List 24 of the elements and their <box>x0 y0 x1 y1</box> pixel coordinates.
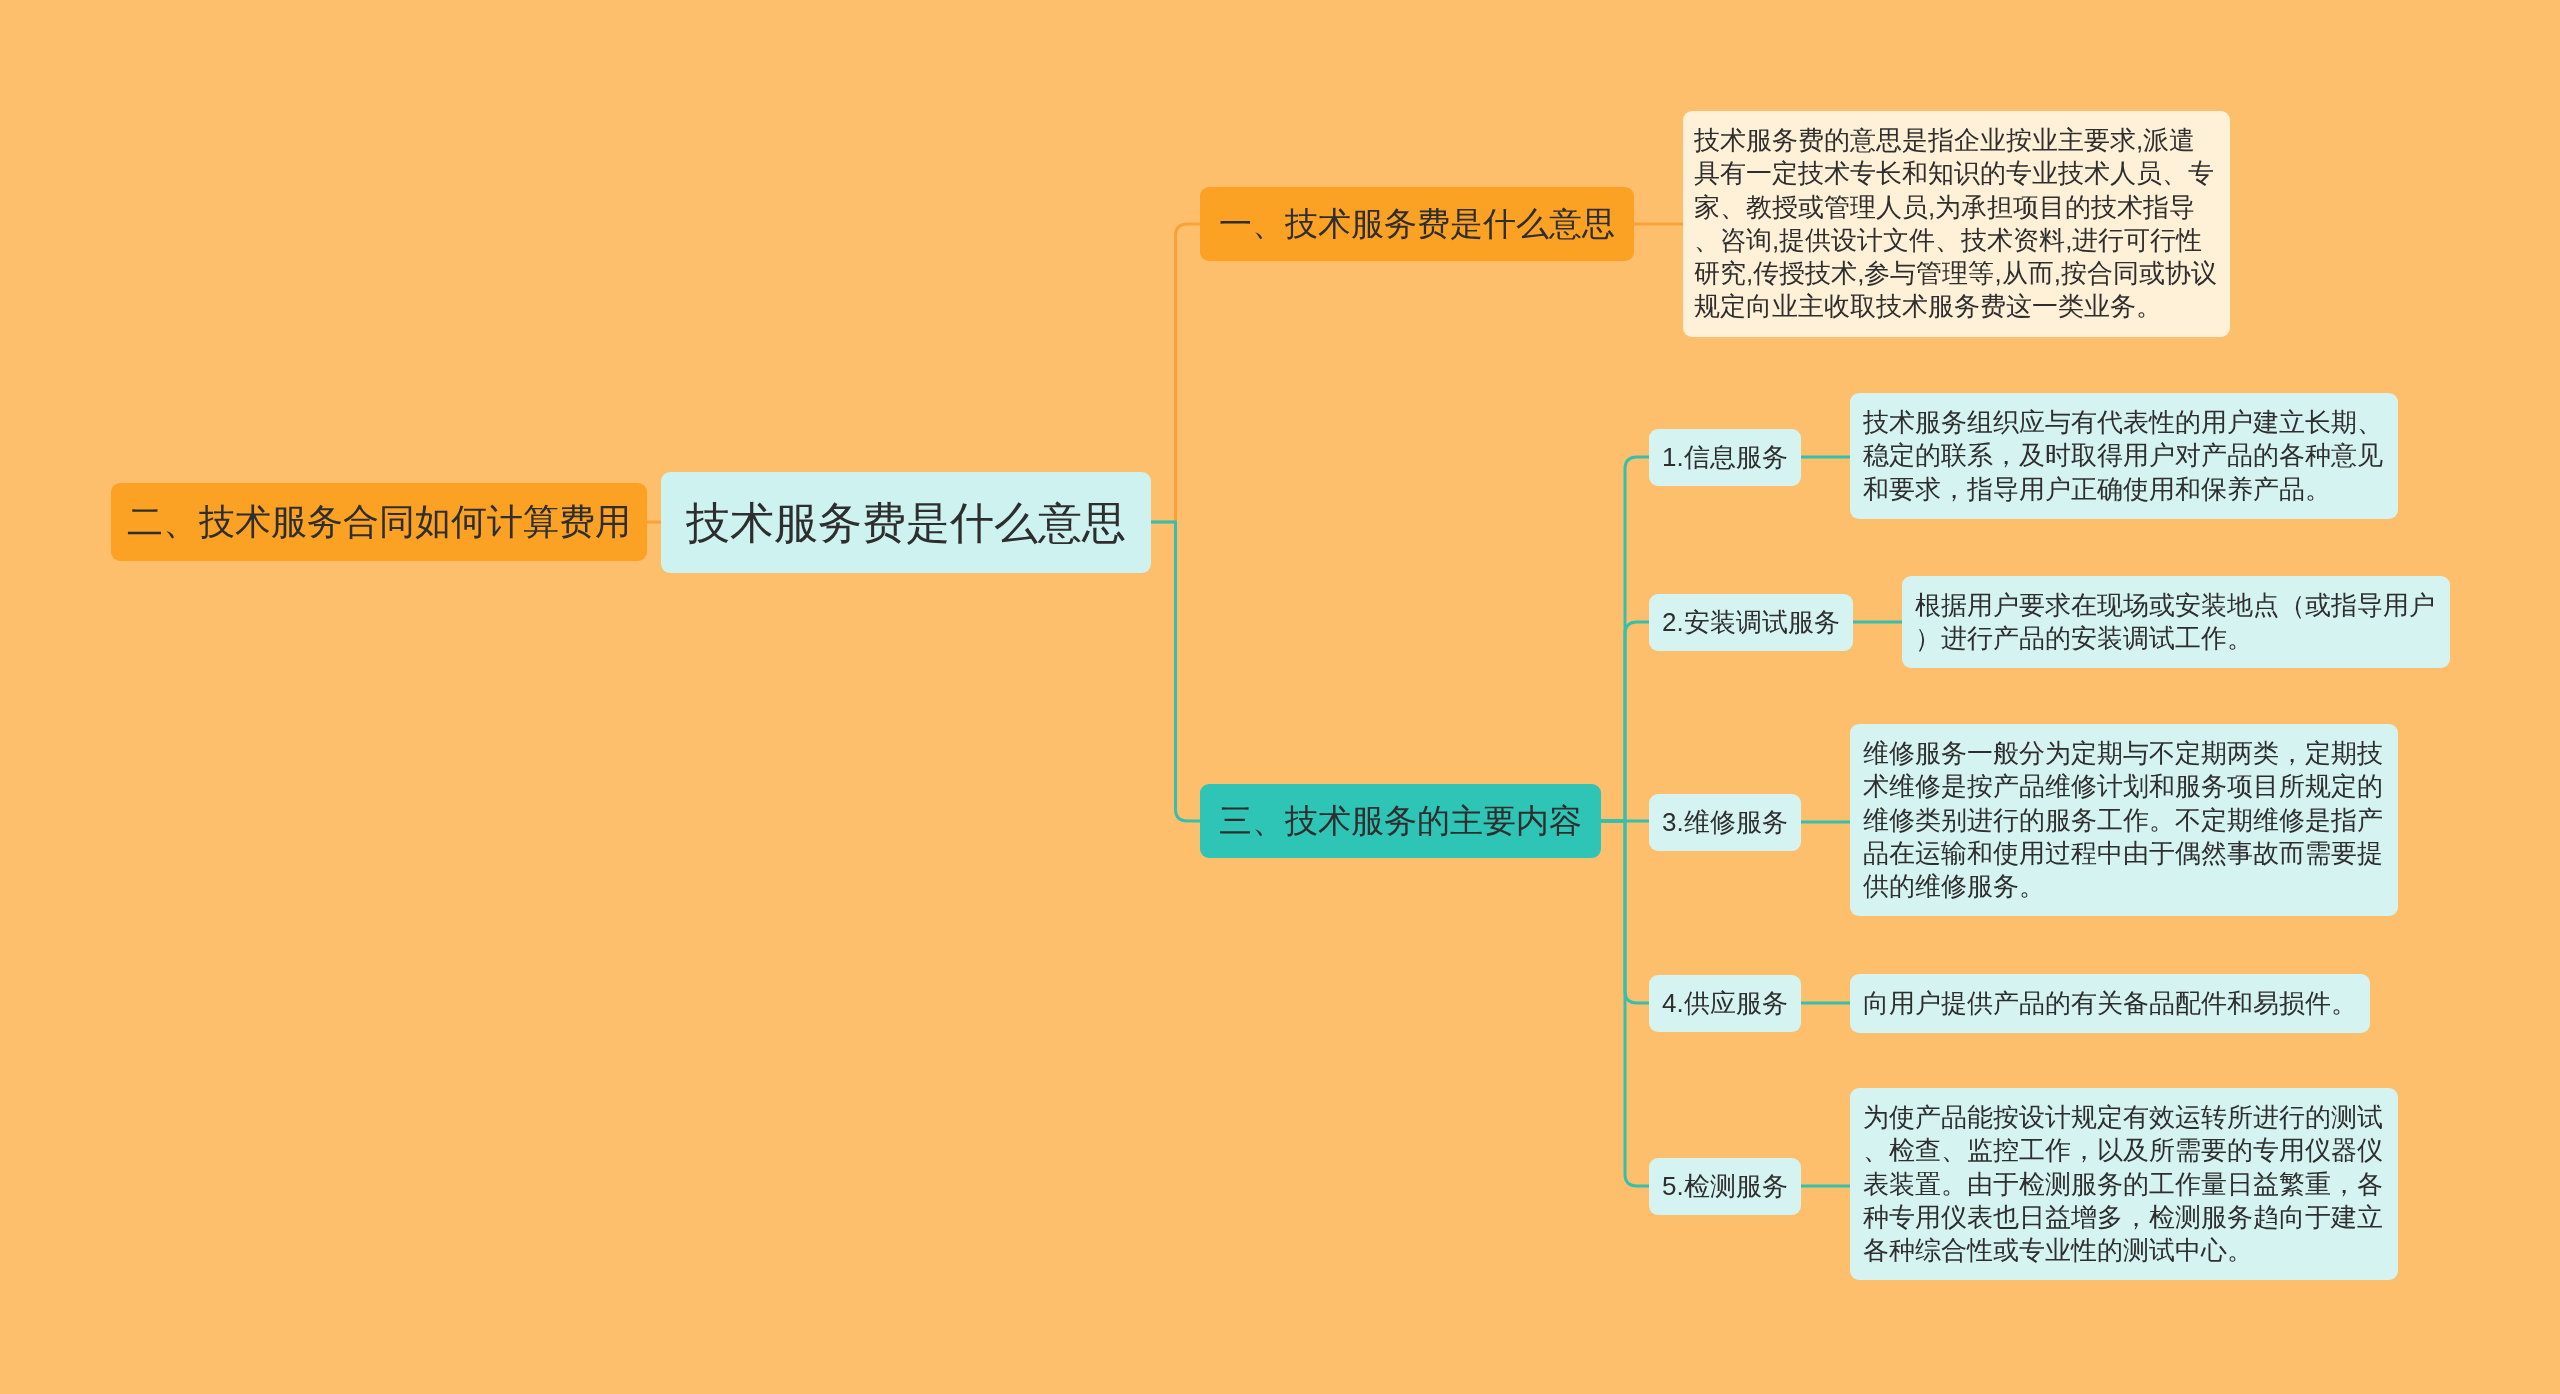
central-topic-box: 技术服务费是什么意思 <box>661 471 1151 573</box>
connector-line <box>1634 222 1683 226</box>
detail-note-box: 为使产品能按设计规定有效运转所进行的测试、检查、监控工作，以及所需要的专用仪器仪表装置。由于检测服务的工作量日益繁重，各种专用仪表也日益增多，检测服务趋向于建立各种综合性或专业性的测试中心。 <box>1850 1088 2398 1281</box>
subtopic-box: 1.信息服务 <box>1649 428 1801 486</box>
branch-topic-box: 三、技术服务的主要内容 <box>1200 783 1601 859</box>
connector-line <box>1151 520 1200 823</box>
connector-line <box>1852 620 1902 624</box>
connector-line <box>1800 1184 1850 1188</box>
detail-note-box: 向用户提供产品的有关备品配件和易损件。 <box>1850 973 2370 1033</box>
subtopic-box: 5.检测服务 <box>1649 1157 1801 1215</box>
connector-line <box>1800 820 1850 824</box>
subtopic-box: 3.维修服务 <box>1649 793 1801 851</box>
connector-line <box>1800 1001 1850 1005</box>
branch-topic-box: 二、技术服务合同如何计算费用 <box>111 482 647 562</box>
detail-note-box: 技术服务费的意思是指企业按业主要求,派遣具有一定技术专长和知识的专业技术人员、专家、教授或管理人员,为承担项目的技术指导、咨询,提供设计文件、技术资料,进行可行性研究,传授技术,参与管理等,从而,按合同或协议规定向业主收取技术服务费这一类业务。 <box>1683 111 2230 337</box>
detail-note-box: 根据用户要求在现场或安装地点（或指导用户）进行产品的安装调试工作。 <box>1902 575 2450 669</box>
connector-line <box>1800 455 1850 459</box>
subtopic-box: 4.供应服务 <box>1649 974 1801 1032</box>
subtopic-box: 2.安装调试服务 <box>1649 593 1853 651</box>
detail-note-box: 技术服务组织应与有代表性的用户建立长期、稳定的联系，及时取得用户对产品的各种意见和要求，指导用户正确使用和保养产品。 <box>1850 393 2398 519</box>
detail-note-box: 维修服务一般分为定期与不定期两类，定期技术维修是按产品维修计划和服务项目所规定的维修类别进行的服务工作。不定期维修是指产品在运输和使用过程中由于偶然事故而需要提供的维修服务。 <box>1850 724 2398 917</box>
connector-line <box>1601 819 1649 1188</box>
branch-topic-box: 一、技术服务费是什么意思 <box>1200 186 1634 262</box>
connector-line <box>647 520 661 524</box>
